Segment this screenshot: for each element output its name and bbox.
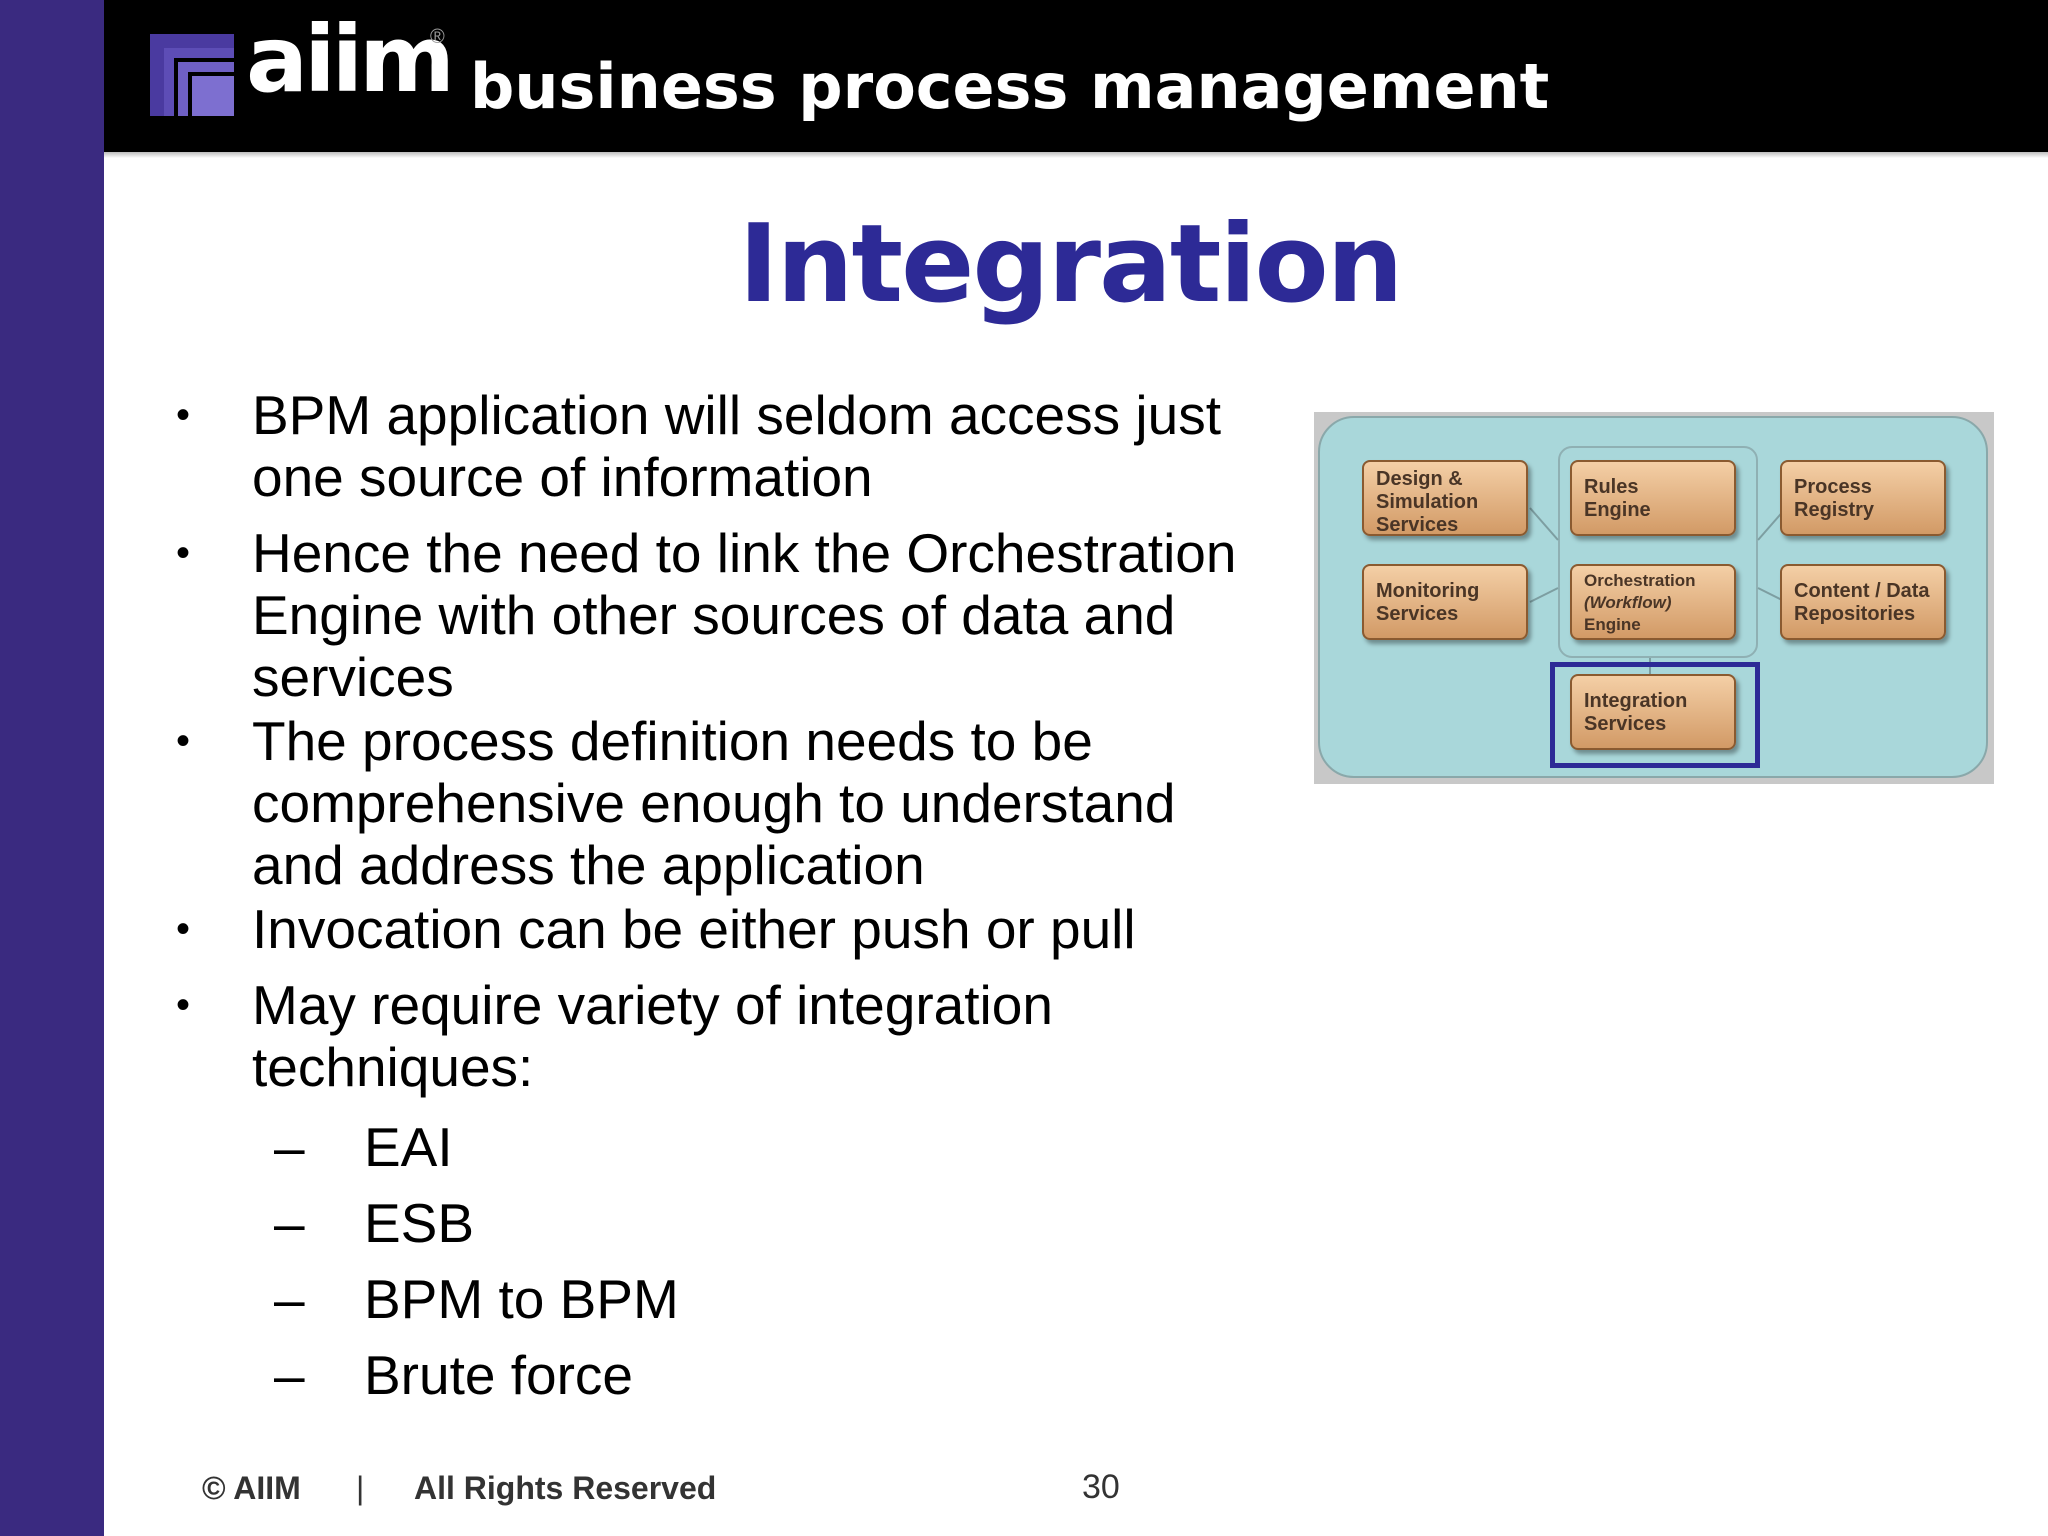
page-number: 30 (1082, 1468, 1120, 1506)
box-label-line: Services (1376, 603, 1459, 625)
header-shadow (104, 152, 2048, 158)
bullet-line: Engine with other sources of data and (252, 584, 1176, 646)
bullet-line: Hence the need to link the Orchestration (252, 522, 1237, 584)
bullet-glyph: • (176, 531, 191, 575)
box-label-line: Engine (1584, 615, 1641, 634)
sub-bullet-text: EAI (364, 1116, 453, 1178)
box-label-line: Process (1794, 476, 1872, 498)
aiim-logo-mark (150, 34, 234, 116)
bullet-line: BPM application will seldom access just (252, 384, 1221, 446)
orchestration-group-frame (1558, 446, 1758, 658)
bullet-glyph: • (176, 907, 191, 951)
box-label-line: Simulation (1376, 491, 1479, 513)
box-label-line: Rules (1584, 476, 1639, 498)
process-registry-box: Process Registry (1780, 460, 1946, 536)
slide-title: Integration (738, 202, 1403, 327)
sub-bullet-text: ESB (364, 1192, 475, 1254)
content-repositories-box: Content / Data Repositories (1780, 564, 1946, 640)
bullet-glyph: • (176, 983, 191, 1027)
box-label-line: Services (1376, 514, 1459, 536)
bullet-line: and address the application (252, 834, 925, 896)
sub-bullet-glyph: – (274, 1116, 305, 1178)
orchestration-engine-box: Orchestration (Workflow) Engine (1570, 564, 1736, 640)
bullet-line: The process definition needs to be (252, 710, 1093, 772)
bullet-line: May require variety of integration (252, 974, 1053, 1036)
aiim-logo-text: aiim (246, 6, 455, 113)
footer-separator: | (356, 1470, 365, 1506)
box-label-line: Repositories (1794, 603, 1916, 625)
monitoring-services-box: Monitoring Services (1362, 564, 1528, 640)
registered-mark: ® (430, 26, 445, 48)
footer-rights: All Rights Reserved (414, 1470, 717, 1506)
header-subtitle: business process management (470, 50, 1550, 123)
sub-bullet-glyph: – (274, 1192, 305, 1254)
sub-bullet-glyph: – (274, 1344, 305, 1406)
integration-services-box: Integration Services (1570, 674, 1736, 750)
design-simulation-box: Design & Simulation Services (1362, 460, 1528, 536)
box-label-line: Design & (1376, 468, 1463, 490)
integration-highlight-frame (1550, 662, 1760, 768)
box-label-line: Monitoring (1376, 580, 1480, 602)
sub-bullet-text: Brute force (364, 1344, 634, 1406)
box-label-line: (Workflow) (1584, 593, 1672, 612)
box-label-line: Registry (1794, 499, 1875, 521)
rules-engine-box: Rules Engine (1570, 460, 1736, 536)
bullet-line: Invocation can be either push or pull (252, 898, 1136, 960)
bullet-glyph: • (176, 719, 191, 763)
header-bar (104, 0, 2048, 152)
bullet-line: services (252, 646, 454, 708)
box-label-line: Content / Data (1794, 580, 1930, 602)
bullet-line: one source of information (252, 446, 873, 508)
box-label-line: Engine (1584, 499, 1651, 521)
bullet-line: comprehensive enough to understand (252, 772, 1176, 834)
sub-bullet-text: BPM to BPM (364, 1268, 679, 1330)
sub-bullet-glyph: – (274, 1268, 305, 1330)
box-label-line: Integration (1584, 690, 1688, 712)
left-accent-bar (0, 0, 104, 1536)
bpm-architecture-diagram: Design & Simulation Services Monitoring … (1314, 412, 1994, 784)
box-label-line: Orchestration (1584, 571, 1696, 590)
footer-copyright: © AIIM (202, 1470, 301, 1506)
box-label-line: Services (1584, 713, 1667, 735)
bullet-line: techniques: (252, 1036, 534, 1098)
bullet-glyph: • (176, 393, 191, 437)
